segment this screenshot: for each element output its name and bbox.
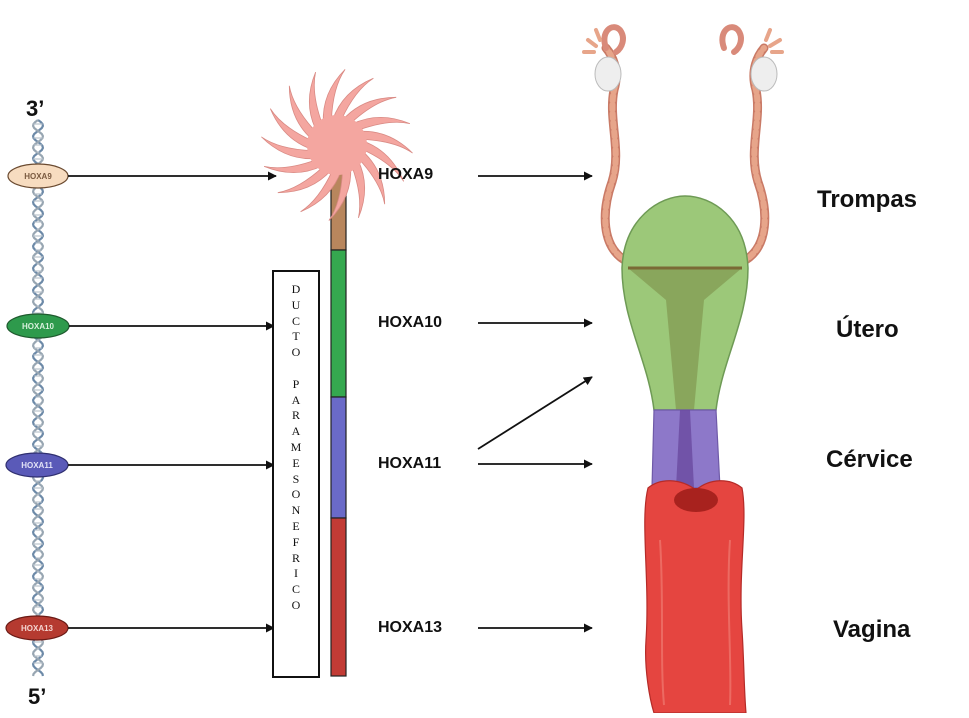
gene-oval-hoxa13: HOXA13 [6,616,68,640]
duct-letter: C [292,314,300,330]
paramesonephric-duct-column [331,170,346,676]
duct-letter: M [291,440,302,456]
left-fallopian-tube [584,27,628,262]
duct-letter: O [292,487,301,503]
duct-letter: N [292,503,301,519]
gene-oval-label: HOXA9 [24,172,52,181]
duct-letter: E [292,456,299,472]
gene-label-hoxa10: HOXA10 [378,314,442,332]
duct-letter: R [292,551,300,567]
duct-letter: A [292,424,301,440]
duct-letter: I [294,566,298,582]
duct-letter: U [292,298,301,314]
gene-oval-hoxa10: HOXA10 [7,314,69,338]
duct-letter: E [292,519,299,535]
dna-helix [33,120,43,676]
gene-oval-label: HOXA11 [21,461,53,470]
duct-letter: D [292,282,301,298]
gene-oval-label: HOXA10 [22,322,55,331]
organ-label-utero: Útero [836,316,899,344]
vagina-shape [645,481,746,713]
cervix-shape [652,410,720,488]
funnel-center [307,115,367,175]
prime-5-label: 5’ [28,684,46,710]
prime-3-label: 3’ [26,96,44,122]
gene-oval-hoxa11: HOXA11 [6,453,68,477]
duct-letter: P [293,377,300,393]
gene-label-hoxa11: HOXA11 [378,455,441,473]
reproductive-tract-illustration [584,27,782,713]
duct-letter: A [292,393,301,409]
organ-label-vagina: Vagina [833,616,910,644]
left-ovary [595,57,621,91]
duct-letter: O [292,598,301,614]
duct-letter: S [293,472,300,488]
uterus-shape [622,196,748,410]
organ-label-trompas: Trompas [817,186,917,214]
right-ovary [751,57,777,91]
duct-letter: F [293,535,300,551]
organ-label-cervice: Cérvice [826,446,913,474]
duct-letter: T [292,329,299,345]
gene-oval-hoxa9: HOXA9 [8,164,68,188]
gene-label-hoxa13: HOXA13 [378,619,442,637]
gene-label-hoxa9: HOXA9 [378,166,433,184]
arrow-hoxa11-utero [478,377,592,449]
gene-oval-label: HOXA13 [21,624,54,633]
duct-letter: O [292,345,301,361]
duct-letter: R [292,408,300,424]
duct-letter: C [292,582,300,598]
